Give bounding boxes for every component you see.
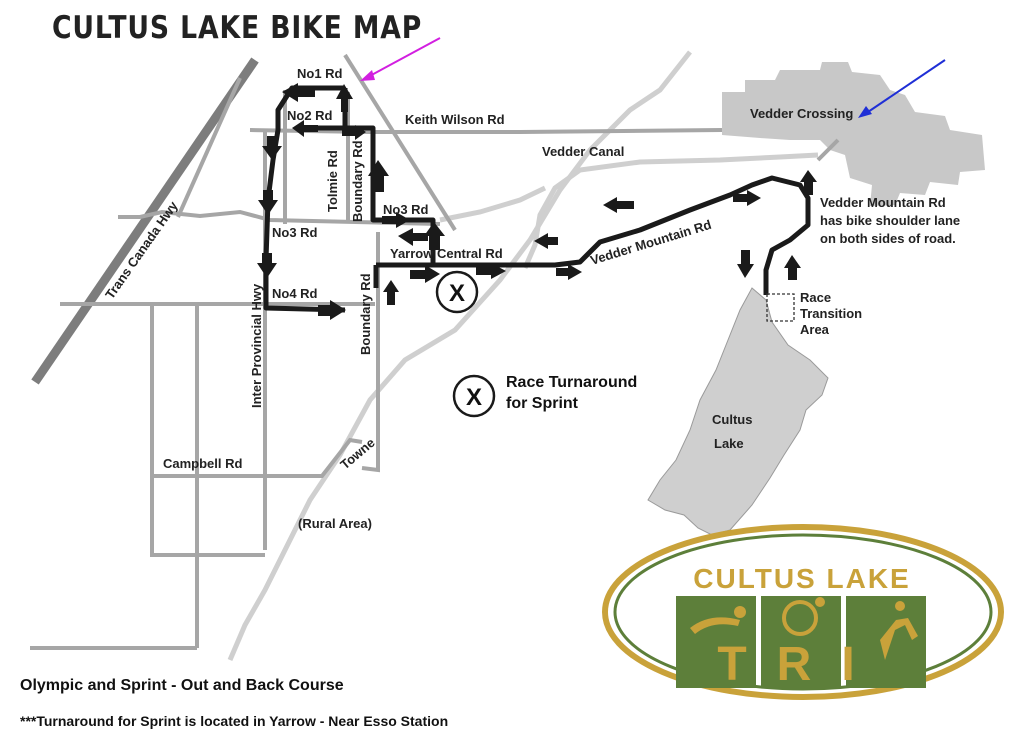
arrow-vm-left-2 [603,197,634,213]
arrow-vm-left-1 [534,233,558,249]
turnaround-legend-line1: Race Turnaround [506,374,637,391]
route-arrows [257,83,817,320]
label-cultus: Cultus [712,412,752,427]
arrow-west-down-1 [262,136,282,160]
note-transition-line3: Area [800,322,830,337]
label-vedder-canal: Vedder Canal [542,144,624,159]
label-trans-canada-hwy: Trans Canada Hwy [102,198,181,302]
vedder-canal [522,152,819,269]
turnaround-legend-line2: for Sprint [506,395,579,412]
arrow-no1-up [336,84,353,112]
label-keith-wilson-rd: Keith Wilson Rd [405,112,505,127]
label-yarrow-central-rd: Yarrow Central Rd [390,246,503,261]
vedder-crossing-area [722,62,985,206]
cultus-lake-tri-logo: CULTUS LAKE TRI [602,524,1004,700]
label-no1-rd: No1 Rd [297,66,343,81]
label-no4-rd: No4 Rd [272,286,318,301]
arrow-west-down-3 [257,253,277,278]
map-title: CULTUS LAKE BIKE MAP [52,10,423,46]
pointer-arrows [360,37,946,118]
arrow-no2-left [292,120,318,137]
logo-tri: TRI [717,638,884,691]
label-inter-provincial-hwy: Inter Provincial Hwy [249,283,264,408]
turnaround-legend-symbol: X [452,374,496,418]
arrow-yarrow-right-2 [476,263,506,279]
cyclist-icon [782,600,818,636]
note-shoulder-line2: has bike shoulder lane [820,213,960,228]
note-shoulder-line3: on both sides of road. [820,231,956,246]
arrow-no1-left [282,83,315,102]
arrow-no3-up [424,222,445,250]
footer-turnaround-note: ***Turnaround for Sprint is located in Y… [20,713,449,729]
label-tolmie-rd: Tolmie Rd [325,150,340,212]
label-boundary-rd-upper: Boundary Rd [350,140,365,222]
turnaround-marker-x: X [449,280,465,307]
arrow-yarrow-right-1 [410,265,440,283]
footer-course-type: Olympic and Sprint - Out and Back Course [20,677,344,694]
arrow-vm-up [800,170,817,195]
blue-arrowhead [858,106,872,118]
arrow-yarrow-left [398,228,428,246]
arrow-vm-right-2 [733,190,761,206]
runner-icon [880,618,918,660]
turnaround-marker: X [435,270,479,314]
note-shoulder-line1: Vedder Mountain Rd [820,195,946,210]
arrow-vm-right-1 [556,264,582,280]
label-vedder-crossing: Vedder Crossing [750,106,853,121]
arrow-no2-right [342,125,366,140]
arrow-west-down-2 [258,190,278,215]
label-no3-rd-right: No3 Rd [383,202,429,217]
label-lake: Lake [714,436,744,451]
label-no3-rd-left: No3 Rd [272,225,318,240]
vedder-river-upper [439,185,547,223]
note-transition-line1: Race [800,290,831,305]
arrow-no4-right [318,300,346,320]
label-no2-rd: No2 Rd [287,108,333,123]
arrow-boundary-up [368,160,389,192]
transition-area-box [766,293,795,322]
arrow-no3-right [382,212,410,228]
arrow-small-up [383,280,399,305]
label-boundary-rd-lower: Boundary Rd [358,273,373,355]
label-campbell-rd: Campbell Rd [163,456,243,471]
logo-panel-bike [761,596,841,688]
turnaround-legend-x: X [466,384,482,411]
label-rural-area: (Rural Area) [298,516,372,531]
arrow-lake-down [737,250,754,278]
magenta-arrowhead [360,70,375,81]
logo-title: CULTUS LAKE [693,563,910,594]
arrow-lake-up [784,255,801,280]
swimmer-icon [690,617,740,634]
note-transition-line2: Transition [800,306,862,321]
